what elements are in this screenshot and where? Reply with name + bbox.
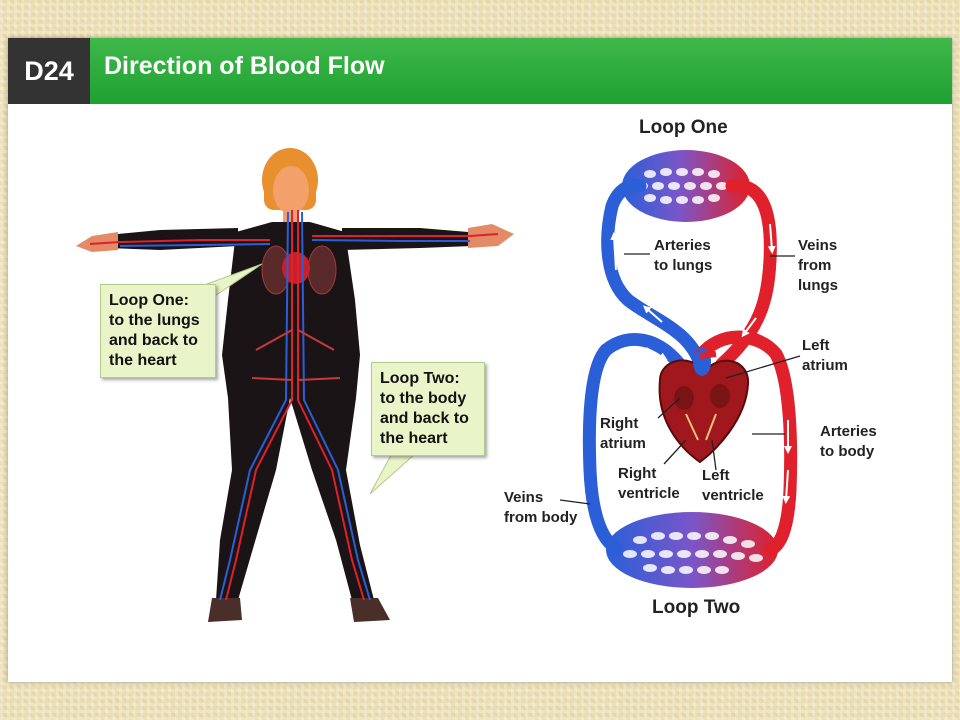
loop-two-callout-line: to the body	[380, 390, 467, 407]
label-right-atrium: Right atrium	[600, 414, 646, 454]
label-line: Left	[802, 337, 830, 354]
leader-lines	[559, 253, 801, 505]
label-line: Right	[618, 465, 657, 482]
label-arteries-to-lungs: Arteries to lungs	[654, 236, 712, 276]
loop-two-callout-line: Loop Two:	[380, 370, 460, 387]
loop-two-callout: Loop Two: to the body and back to the he…	[371, 362, 485, 456]
label-line: lungs	[798, 277, 838, 294]
label-veins-from-body: Veins from body	[504, 488, 577, 528]
artwork	[76, 148, 801, 622]
arteries-to-body-vessel	[693, 330, 798, 557]
label-line: ventricle	[702, 487, 764, 504]
figure-card: D24 Direction of Blood Flow	[8, 38, 952, 682]
label-line: Arteries	[820, 423, 877, 440]
right-leg	[290, 398, 374, 600]
label-arteries-to-body: Arteries to body	[820, 422, 877, 462]
loop-one-callout-line: the heart	[109, 352, 177, 369]
body-vessels	[89, 210, 499, 601]
loop-one-title: Loop One	[639, 117, 728, 138]
title-bar: Direction of Blood Flow	[90, 38, 952, 104]
loop-two-callout-line: the heart	[380, 430, 448, 447]
label-line: Arteries	[654, 237, 711, 254]
diagram-heart	[658, 348, 750, 464]
right-hand	[468, 224, 514, 248]
figure-header: D24 Direction of Blood Flow	[8, 38, 952, 104]
face	[273, 166, 309, 214]
label-line: from	[798, 257, 832, 274]
label-line: ventricle	[618, 485, 680, 502]
left-hand	[76, 232, 118, 252]
left-foot	[208, 598, 242, 622]
label-left-ventricle: Left ventricle	[702, 466, 764, 506]
label-line: from body	[504, 509, 578, 526]
loop-one-callout-line: and back to	[109, 332, 198, 349]
label-line: Right	[600, 415, 639, 432]
label-line: Veins	[798, 237, 838, 254]
loop-one-callout-line: to the lungs	[109, 312, 200, 329]
loop-one-callout: Loop One: to the lungs and back to the h…	[100, 284, 216, 378]
label-veins-from-lungs: Veins from lungs	[798, 236, 838, 296]
label-line: Left	[702, 467, 730, 484]
label-right-ventricle: Right ventricle	[618, 464, 680, 504]
label-line: atrium	[802, 357, 848, 374]
human-figure	[76, 148, 514, 622]
label-line: Veins	[504, 489, 544, 506]
circulation-diagram	[559, 150, 801, 588]
lung-capillaries	[622, 150, 750, 222]
right-arm	[342, 228, 472, 250]
right-foot	[350, 598, 390, 622]
label-line: to lungs	[654, 257, 713, 274]
label-line: to body	[820, 443, 875, 460]
left-leg	[216, 398, 290, 600]
lungs	[261, 245, 337, 295]
figure-title: Direction of Blood Flow	[104, 52, 385, 80]
veins-from-body-vessel	[582, 332, 691, 555]
flow-arrows	[596, 223, 792, 504]
body-capillaries	[606, 512, 778, 588]
label-line: atrium	[600, 435, 646, 452]
figure-code: D24	[8, 38, 90, 104]
loop-one-callout-line: Loop One:	[109, 292, 189, 309]
label-left-atrium: Left atrium	[802, 336, 848, 376]
loop-two-callout-line: and back to	[380, 410, 469, 427]
loop-two-title: Loop Two	[652, 597, 741, 618]
arteries-to-lungs-vessel	[601, 179, 707, 371]
body-heart	[282, 252, 310, 284]
